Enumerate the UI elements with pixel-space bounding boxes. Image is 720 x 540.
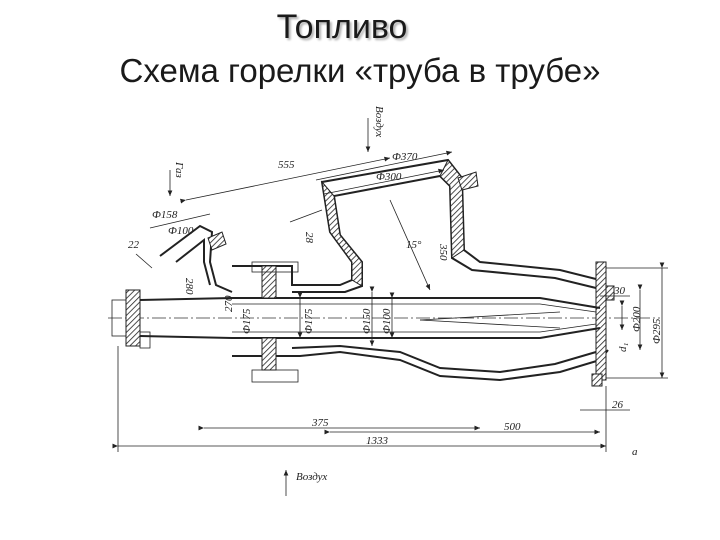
label-1333: 1333: [366, 435, 389, 447]
label-15deg: 15°: [406, 239, 422, 251]
nozzle-taper-bottom: [419, 319, 561, 329]
rear-connector-cap: [111, 299, 127, 337]
label-d175-a: Ф175: [241, 308, 253, 334]
right-flange: [595, 261, 607, 381]
dim-line-555: [180, 156, 391, 204]
upper-flange-bolts: [251, 261, 299, 273]
right-flange-bolt-bottom: [591, 373, 603, 387]
dim-line-d300: [323, 168, 445, 195]
label-d100-center: Ф100: [381, 308, 393, 334]
dim-line-22: [135, 253, 153, 269]
gas-tube-top: [139, 297, 601, 309]
label-350: 350: [437, 243, 449, 261]
label-280: 280: [183, 278, 195, 295]
label-d158: Ф158: [152, 209, 178, 221]
label-375: 375: [311, 417, 329, 429]
label-28: 28: [303, 232, 315, 244]
dim-line-350: [389, 199, 431, 291]
dim-line-28: [289, 209, 323, 223]
label-270: 270: [223, 295, 235, 312]
gas-tube-inner-top: [232, 303, 597, 313]
label-air-top: Воздух: [373, 106, 385, 137]
central-flange-bolts: [251, 369, 299, 383]
label-figure: а: [632, 446, 638, 458]
label-d100-left: Ф100: [168, 225, 194, 237]
outer-shell-bottom-inner: [291, 344, 597, 374]
nozzle-taper-top: [419, 311, 561, 321]
label-30: 30: [613, 285, 626, 297]
label-d150: Ф150: [361, 308, 373, 334]
label-d175-b: Ф175: [303, 308, 315, 334]
label-d1: d₁: [617, 343, 629, 353]
dim-line-d158: [149, 213, 211, 229]
label-d300: Ф300: [376, 171, 402, 183]
central-flange-top: [261, 265, 277, 299]
page-title: Топливо: [276, 8, 408, 46]
label-air-bottom: Воздух: [296, 471, 327, 483]
gas-inlet-flange: [207, 231, 227, 251]
air-inlet-wall-right: [439, 159, 465, 259]
rear-connector-flange: [125, 289, 141, 347]
label-500: 500: [504, 421, 521, 433]
label-555: 555: [278, 159, 295, 171]
label-gas: Газ: [173, 161, 185, 178]
label-d370: Ф370: [392, 151, 418, 163]
page-subtitle: Схема горелки «труба в трубе»: [119, 52, 601, 89]
dim-line-d370: [315, 150, 453, 181]
air-inlet-flange: [457, 171, 479, 191]
label-d295: Ф295: [651, 318, 663, 344]
label-d200: Ф200: [631, 306, 643, 332]
air-inlet-wall-left: [321, 180, 363, 287]
label-22: 22: [128, 239, 140, 251]
gas-tube-inner-bottom: [232, 323, 597, 333]
label-26: 26: [612, 399, 624, 411]
right-flange-bolt-top: [605, 285, 615, 301]
central-flange-bottom: [261, 337, 277, 371]
rear-connector-bolt: [139, 331, 151, 349]
outer-shell-bottom: [232, 349, 609, 382]
gas-tube-bottom: [139, 327, 601, 339]
